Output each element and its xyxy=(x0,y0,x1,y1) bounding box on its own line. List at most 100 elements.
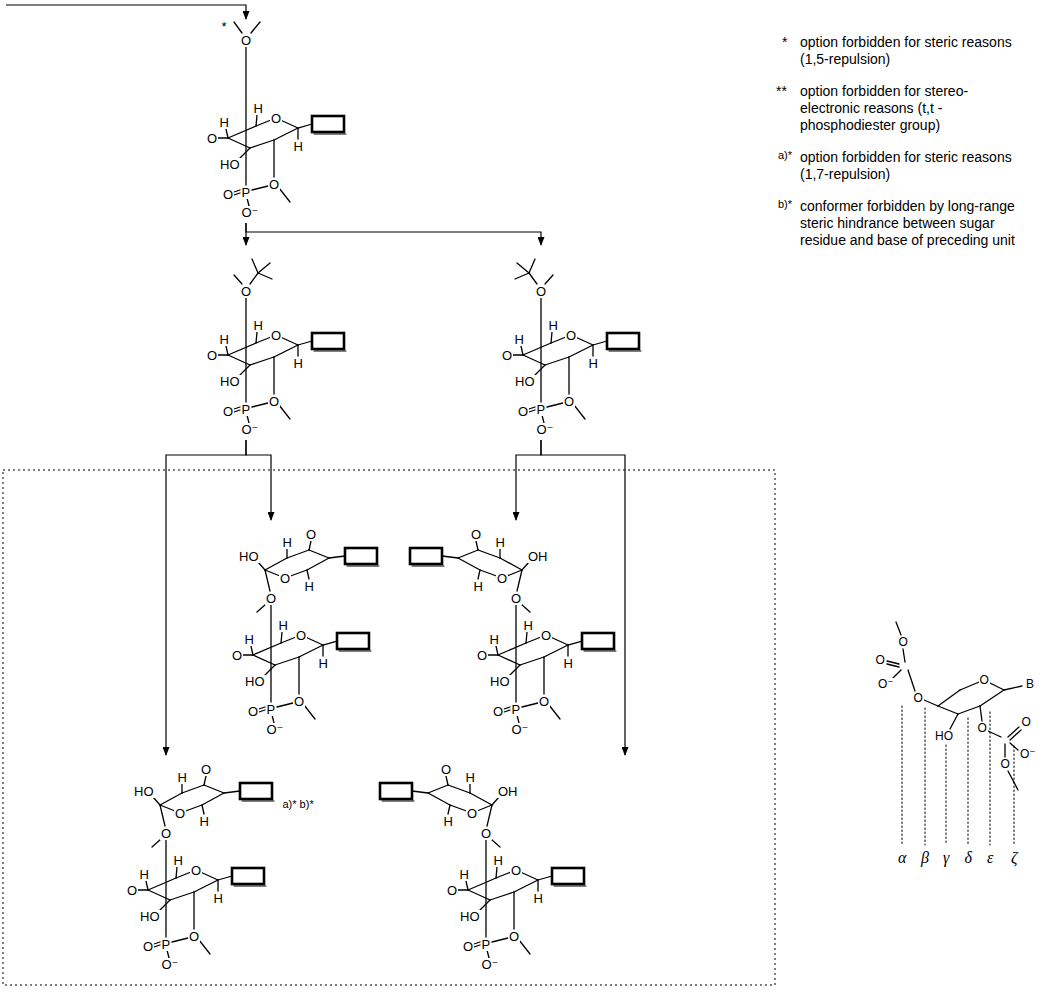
atom-label: O xyxy=(270,329,282,342)
bond-line xyxy=(176,867,177,878)
atom-label: H xyxy=(244,633,255,646)
bond-line xyxy=(160,805,165,826)
bond-line xyxy=(281,632,282,643)
atom-label: HO xyxy=(459,910,481,923)
atom-label: O xyxy=(240,285,252,298)
bond-line xyxy=(257,604,266,612)
bond-line xyxy=(485,840,486,937)
bond-line xyxy=(887,661,899,664)
ring-bond xyxy=(448,785,470,793)
atom-label: O xyxy=(268,178,280,191)
torsion-label: ζ xyxy=(1011,850,1017,866)
base-box-shadow xyxy=(234,886,266,887)
base-box-shadow xyxy=(347,566,379,567)
bond-line xyxy=(224,791,240,793)
atom-label: O xyxy=(535,285,547,298)
bond-line xyxy=(234,275,242,284)
torsion-guide xyxy=(902,706,903,845)
ring-bond xyxy=(250,357,274,365)
bond-line xyxy=(540,298,541,402)
atom-label: O xyxy=(913,692,924,704)
base-box-shadow xyxy=(554,886,586,887)
bond-line xyxy=(496,867,497,878)
bond-line xyxy=(258,273,272,279)
atom-label: O xyxy=(501,349,513,362)
atom-label: O xyxy=(517,405,529,418)
ring-bond xyxy=(958,706,980,714)
bond-line xyxy=(298,124,312,128)
ring-bond xyxy=(275,657,299,665)
atom-label: H xyxy=(177,771,188,784)
bond-line xyxy=(492,938,508,942)
atom-label: H xyxy=(219,333,230,346)
bond-line xyxy=(154,945,160,947)
molecule-structure: OHOHOHOHOOHHHOOOPO⁻ xyxy=(370,755,640,975)
ring-bond xyxy=(274,345,298,357)
base-box xyxy=(582,633,614,649)
branch-arrow xyxy=(246,440,271,520)
atom-label: P xyxy=(536,403,547,416)
ring-bond xyxy=(498,643,526,655)
atom-label: O xyxy=(979,674,990,686)
note: b)*conformer forbidden by long-range ste… xyxy=(782,198,1015,249)
atom-label: O xyxy=(565,329,577,342)
bond-line xyxy=(522,703,538,707)
atom-label: O xyxy=(476,649,488,662)
bond-line xyxy=(517,263,529,273)
atom-label: O xyxy=(231,649,243,662)
bond-line xyxy=(545,275,553,284)
atom-label: P xyxy=(266,703,277,716)
atom-label: H xyxy=(139,868,150,881)
bond-line xyxy=(529,273,537,284)
atom-label: H xyxy=(493,854,504,867)
bond-line xyxy=(893,670,901,678)
incoming-arrow xyxy=(6,5,246,19)
ring-bond xyxy=(148,890,170,900)
base-box xyxy=(240,783,272,799)
atom-label: O xyxy=(1021,716,1032,728)
atom-label: HO xyxy=(244,675,266,688)
atom-label: H xyxy=(253,102,264,115)
bond-line xyxy=(259,710,265,712)
base-box xyxy=(607,333,639,349)
bond-line xyxy=(172,938,188,942)
atom-label: H xyxy=(199,815,210,828)
atom-label: HO xyxy=(934,730,954,742)
bond-line xyxy=(218,354,228,355)
atom-label: H xyxy=(443,815,454,828)
base-box xyxy=(232,868,264,884)
bond-line xyxy=(265,570,270,591)
bond-line xyxy=(309,541,311,550)
atom-label: O xyxy=(977,722,988,734)
bond-line xyxy=(226,346,228,355)
note-mark: a)* xyxy=(778,147,792,164)
atom-label: O xyxy=(480,827,492,840)
atom-label: OH xyxy=(527,550,549,563)
base-box xyxy=(552,868,584,884)
bond-line xyxy=(526,632,527,643)
atom-label: O xyxy=(222,405,234,418)
atom-label: O xyxy=(279,572,291,585)
bond-line xyxy=(279,405,290,419)
ring-bond xyxy=(520,657,544,665)
base-box xyxy=(345,548,377,564)
bond-line xyxy=(504,707,510,709)
atom-label: P xyxy=(241,403,252,416)
atom-label: O xyxy=(462,940,474,953)
bond-line xyxy=(537,880,538,891)
bond-line xyxy=(521,346,523,355)
atom-label: O xyxy=(510,592,522,605)
atom-label: H xyxy=(278,619,289,632)
atom-label: O xyxy=(142,940,154,953)
bond-line xyxy=(297,128,298,139)
ring-bond xyxy=(523,343,551,355)
atom-label: O xyxy=(270,112,282,125)
base-box-shadow xyxy=(412,566,444,567)
ring-bond xyxy=(265,558,287,570)
atom-label: O xyxy=(508,930,520,943)
bond-line xyxy=(146,881,148,890)
bond-line xyxy=(448,805,450,814)
bond-line xyxy=(567,645,568,656)
bond-line xyxy=(543,657,544,694)
bond-line xyxy=(908,670,915,691)
